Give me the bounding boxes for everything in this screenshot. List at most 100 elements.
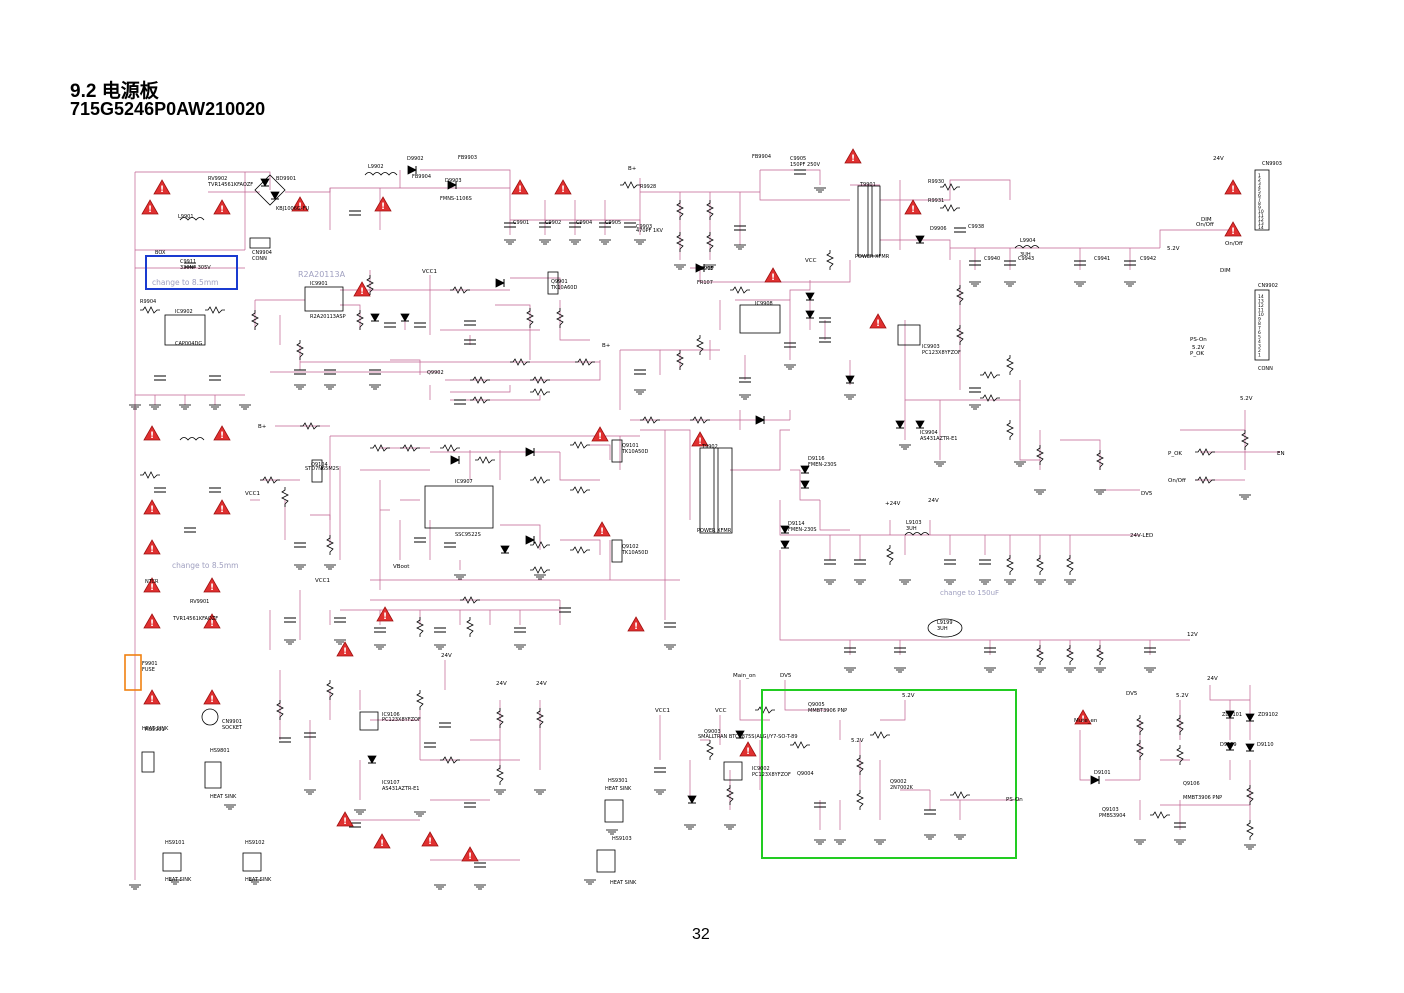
label-rv9901-val: TVR14561KFAOZF [172, 616, 218, 622]
connector-pin-number: 14 [1258, 225, 1264, 231]
label-cap-dg: CAP004DG [175, 341, 202, 347]
label-d9110: D9110 [1257, 742, 1274, 748]
label-hs9801: HS9801 [210, 748, 230, 754]
change-note-1: change to 8.5mm [152, 278, 218, 287]
net-5v2-top: 5.2V [1167, 246, 1180, 252]
label-ic9002-val: PC123X8YFZOF [752, 772, 791, 778]
label-bd9901-val: KBJ1006G-FU [276, 206, 309, 212]
label-l9901: L9901 [178, 214, 194, 220]
label-heat-sink-5: HEAT SINK [610, 880, 637, 886]
label-q9901: Q9901 [551, 279, 568, 285]
label-ic9902: IC9902 [175, 309, 193, 315]
net-vcc1-c: VCC1 [315, 578, 330, 584]
label-zd9101: ZD9101 [1222, 712, 1242, 718]
label-ntcr: NTCR [145, 579, 159, 585]
net-bplus-a: B+ [628, 166, 637, 172]
label-q9101-val: TK10A50D [621, 449, 648, 455]
label-ic9901-val: R2A20113ASP [310, 314, 346, 320]
label-l9904-val: 3UH [1020, 252, 1031, 258]
connector-pin-number: 6 [1258, 193, 1261, 199]
ic-tag-label: R2A20113A [298, 270, 346, 279]
net-vcc-b: VCC [715, 708, 727, 714]
net-5v2-e: 5.2V [1192, 345, 1205, 351]
label-r9928: R9928 [640, 184, 656, 190]
label-q9002: Q9002 [890, 779, 907, 785]
safety-warning-symbols [141, 148, 1242, 863]
label-l9103: L9103 [906, 520, 922, 526]
label-d9906: D9906 [930, 226, 947, 232]
label-hs9101: HS9101 [165, 840, 185, 846]
net-dv5-b: DV5 [780, 673, 792, 679]
change-note-3: change to 150uF [940, 589, 999, 597]
net-vboot: VBoot [393, 564, 410, 570]
label-l9904: L9904 [1020, 238, 1036, 244]
label-ic9904: IC9904 [920, 430, 938, 436]
label-cn9901: CN9901 [222, 719, 242, 725]
change-note-2: change to 8.5mm [172, 561, 238, 570]
label-q9102: Q9102 [622, 544, 639, 550]
green-highlight-box [761, 689, 1017, 859]
connector-pin-number: 5 [1258, 189, 1261, 195]
net-ps-on-a: PS-On [1190, 337, 1207, 343]
connector-pin-number: 1 [1258, 173, 1261, 179]
label-q9103: Q9103 [1102, 807, 1119, 813]
net-p-ok-b: P_OK [1190, 351, 1204, 357]
connector-pin-number: 13 [1258, 221, 1264, 227]
net-p-ok-a: P_OK [1168, 451, 1182, 457]
net-5v2-b: 5.2V [902, 693, 915, 699]
label-ic9002: IC9002 [752, 766, 770, 772]
label-q9101: Q9101 [622, 443, 639, 449]
label-ic9908: IC9908 [755, 301, 773, 307]
label-cn9904-conn: CONN [252, 256, 267, 262]
net-24v-plus: +24V [885, 501, 901, 507]
label-d9114: D9114 [788, 521, 805, 527]
label-heat-sink-4: HEAT SINK [605, 786, 632, 792]
label-t9901: T9901 [859, 182, 876, 188]
label-q9005: Q9005 [808, 702, 825, 708]
net-5v2-d: 5.2V [1176, 693, 1189, 699]
label-q9106-val: MMBT3906 PNP [1183, 795, 1222, 801]
label-l9103-val: 3UH [906, 526, 917, 532]
net-dim-a: DIM [1201, 217, 1212, 223]
connector-pin-number: 8 [1258, 321, 1261, 327]
connector-pin-number: 9 [1258, 205, 1261, 211]
label-c9943: C9943 [1018, 256, 1034, 262]
net-vcc1-b: VCC1 [245, 491, 260, 497]
label-q9102-val: TK10A50D [621, 550, 648, 556]
label-c9940: C9940 [984, 256, 1000, 262]
label-c9904: C9904 [576, 220, 592, 226]
label-cn9903: CN9903 [1262, 161, 1282, 167]
label-q9104: Q9104 [311, 462, 328, 468]
label-l9199-val: 3UH [937, 626, 948, 632]
connector-pin-number: 11 [1258, 308, 1264, 314]
net-on-off-c: On/Off [1168, 478, 1186, 484]
connector-pin-number: 2 [1258, 348, 1261, 354]
label-heat-sink-6: HEAT SINK [210, 794, 237, 800]
section-title: 电源板 [101, 81, 159, 102]
connector-pin-number: 8 [1258, 201, 1261, 207]
connector-pin-number: 1 [1258, 353, 1261, 359]
label-conn: CONN [1258, 366, 1273, 372]
label-c9902: C9902 [545, 220, 561, 226]
label-c9901: C9901 [513, 220, 529, 226]
label-d9109: D9109 [1220, 742, 1237, 748]
page-number: 32 [692, 926, 710, 943]
net-vcc-a: VCC [805, 258, 817, 264]
label-hs9102: HS9102 [245, 840, 265, 846]
label-ic9107-val: AS431AZTR-E1 [382, 786, 419, 792]
net-dim-b: DIM [1220, 268, 1231, 274]
net-main-on: Main_on [733, 673, 756, 679]
label-socket: SOCKET [222, 725, 243, 731]
blue-highlight-box [145, 255, 238, 290]
label-c9905b: C9905 [790, 156, 806, 162]
label-d9101: D9101 [1094, 770, 1111, 776]
label-r9904: R9904 [140, 299, 156, 305]
label-ic9904-val: AS431AZTR-E1 [920, 436, 957, 442]
connector-pin-number: 11 [1258, 213, 1264, 219]
label-hs9901: HS9901 [145, 727, 165, 733]
label-c9905: C9905 [605, 220, 621, 226]
label-q9003: Q9003 [704, 729, 721, 735]
label-ic9907: IC9907 [455, 479, 473, 485]
